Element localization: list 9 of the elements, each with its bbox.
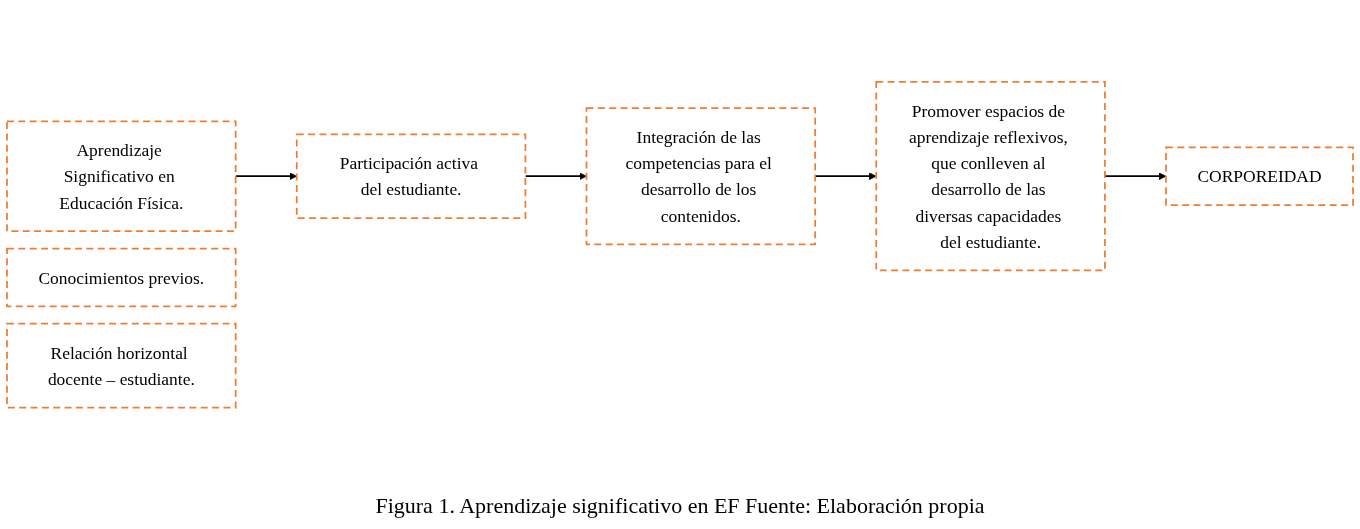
node-box: Integración de las competencias para el desarrollo de los contenidos.: [585, 107, 817, 245]
figure-caption: Figura 1. Aprendizaje significativo en EF Fuente: Elaboración propia: [375, 493, 985, 519]
node-box: Conocimientos previos.: [6, 247, 237, 307]
node-box: Promover espacios de aprendizaje reflexivos, que conlleven al desarrollo de las diversas capacidades del estudiante.: [875, 80, 1106, 272]
node-box: CORPOREIDAD: [1165, 146, 1354, 206]
node-box: Relación horizontal docente – estudiante.: [6, 322, 237, 409]
arrow: [1104, 172, 1167, 180]
node-box: Aprendizaje Significativo en Educación Física.: [6, 120, 237, 232]
node-box: Participación activa del estudiante.: [295, 133, 527, 219]
